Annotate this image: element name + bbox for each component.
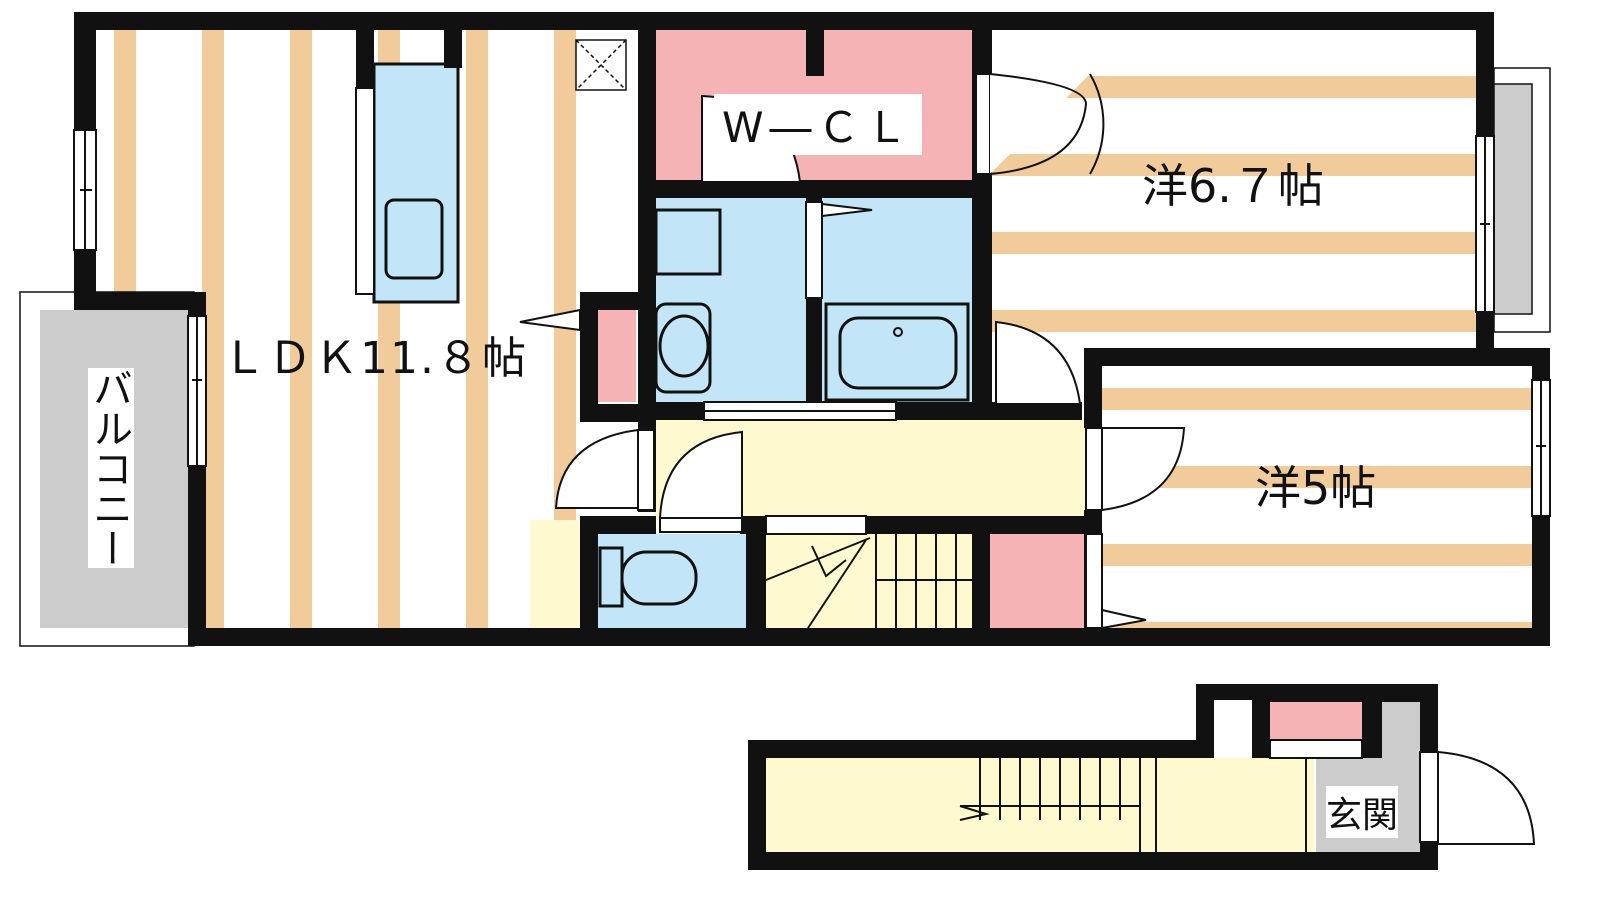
ldk-floor-yellow xyxy=(530,520,584,628)
lower-shoe-box xyxy=(1214,700,1252,740)
room-label-balcony: バルコニー xyxy=(86,368,134,568)
windows xyxy=(73,87,1551,843)
western-small-floor xyxy=(1100,364,1536,628)
room-label-ldk: ＬＤＫ11.８帖 xyxy=(222,333,528,384)
wet-areas xyxy=(372,62,976,628)
basin xyxy=(658,314,710,378)
room-label-western-large: 洋6.７帖 xyxy=(1142,159,1324,213)
ldk-floor-lower xyxy=(200,298,584,628)
washing-machine xyxy=(654,208,722,276)
stairs-lower xyxy=(959,758,1307,852)
floor-fills xyxy=(88,28,1536,856)
stairs-upper xyxy=(765,534,972,629)
sink xyxy=(384,198,444,280)
toilet-bowl xyxy=(620,550,698,606)
bay-window xyxy=(1493,67,1551,333)
entrance-storage xyxy=(1270,702,1362,740)
ventilation-icon xyxy=(575,39,627,91)
bathtub xyxy=(838,316,958,390)
toilet-tank xyxy=(598,546,624,608)
ldk-storage xyxy=(596,310,636,402)
room-label-walk-in-closet: W―ＣＬ xyxy=(714,94,922,155)
stair-storage xyxy=(990,534,1086,628)
room-label-entrance: 玄関 xyxy=(1326,786,1399,838)
room-label-western-small: 洋5帖 xyxy=(1255,461,1377,515)
